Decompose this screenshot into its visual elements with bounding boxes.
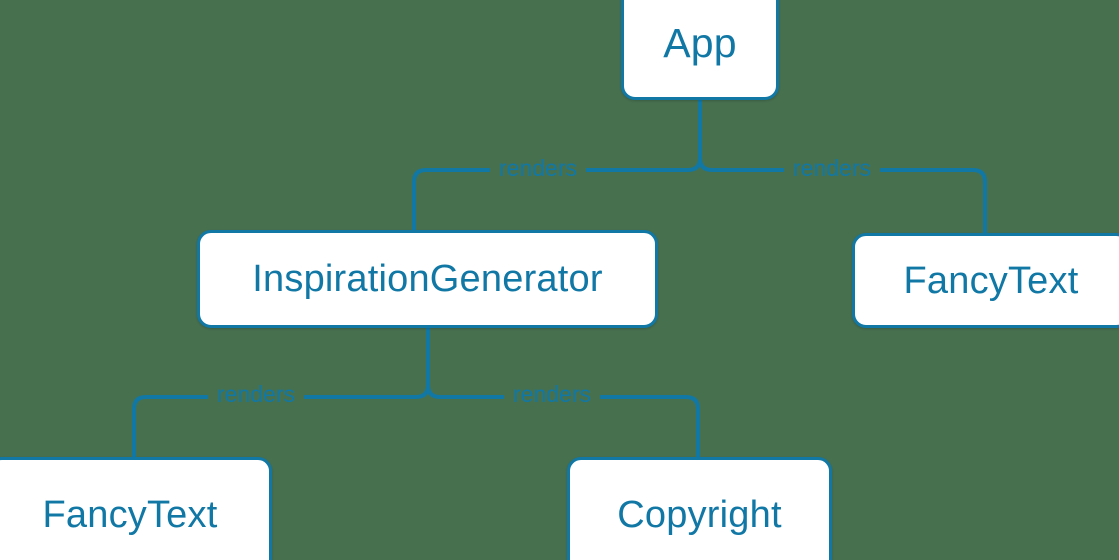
edge-label-inspiration-generator-to-copyright: renders <box>504 383 600 406</box>
node-app-label: App <box>663 19 737 66</box>
edge-label-app-to-inspiration-generator: renders <box>490 157 586 180</box>
node-app[interactable]: App <box>621 0 779 100</box>
node-inspiration-generator[interactable]: InspirationGenerator <box>197 230 658 328</box>
node-fancytext-bottom-label: FancyText <box>42 494 218 536</box>
edge-label-app-to-fancytext: renders <box>784 157 880 180</box>
node-fancytext-right-label: FancyText <box>903 259 1079 302</box>
node-fancytext-bottom[interactable]: FancyText <box>0 457 272 560</box>
edge-label-inspiration-generator-to-fancytext: renders <box>208 383 304 406</box>
node-inspiration-generator-label: InspirationGenerator <box>252 258 603 300</box>
node-copyright[interactable]: Copyright <box>567 457 832 560</box>
node-copyright-label: Copyright <box>617 494 782 536</box>
node-fancytext-right[interactable]: FancyText <box>852 233 1119 328</box>
